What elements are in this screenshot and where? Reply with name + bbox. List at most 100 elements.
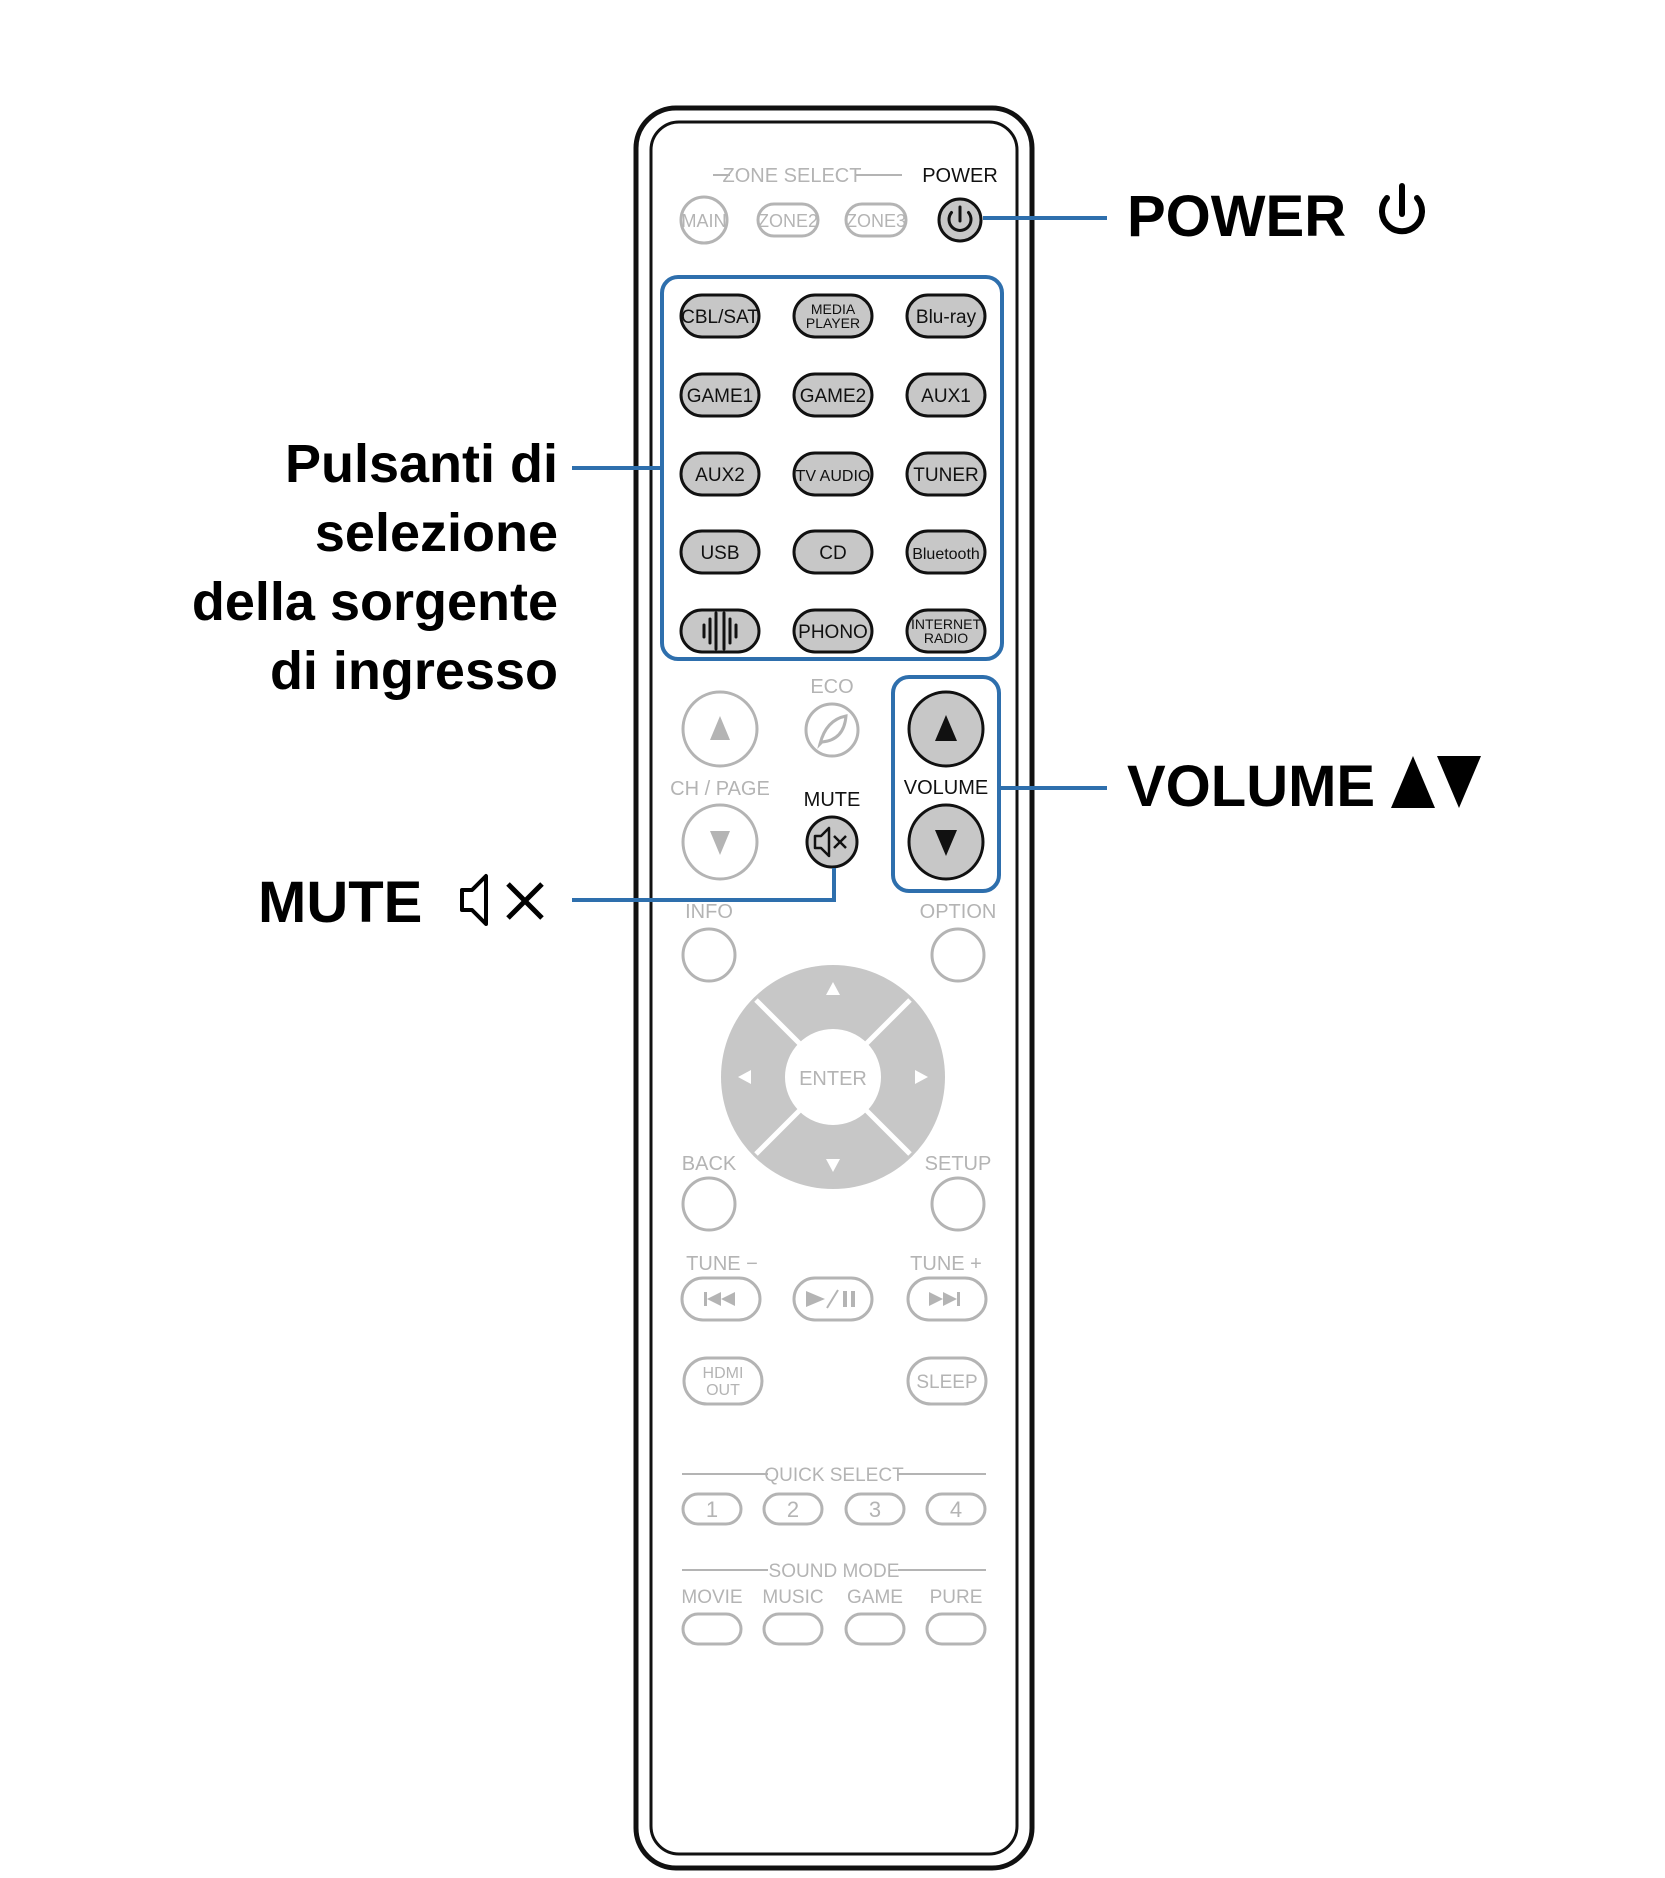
source-cd-button[interactable]: CD — [792, 529, 874, 575]
sound-mode-game-label: GAME — [847, 1587, 903, 1608]
sound-mode-buttons: MOVIE MUSIC GAME PURE — [681, 1587, 987, 1646]
zone3-label: ZONE3 — [846, 211, 906, 231]
source-cd-label: CD — [819, 543, 846, 564]
enter-label: ENTER — [799, 1068, 867, 1090]
power-button[interactable] — [937, 197, 983, 243]
source-aux1-button[interactable]: AUX1 — [905, 372, 987, 418]
quick-select-4-button[interactable]: 4 — [925, 1492, 987, 1526]
dpad: ENTER — [721, 965, 945, 1189]
source-internet-radio-label-1: INTERNET — [911, 616, 981, 632]
sound-mode-movie-label: MOVIE — [681, 1587, 742, 1608]
triangle-up-icon — [935, 715, 957, 741]
dpad-down-icon[interactable] — [826, 1159, 840, 1172]
info-button[interactable] — [681, 927, 737, 983]
volume-group-highlight — [891, 675, 1001, 893]
source-game1-button[interactable]: GAME1 — [679, 372, 761, 418]
source-phono-button[interactable]: PHONO — [792, 608, 874, 654]
zone2-button[interactable]: ZONE2 — [756, 202, 820, 238]
sleep-button[interactable]: SLEEP — [906, 1356, 988, 1406]
quick-select-2-label: 2 — [787, 1497, 799, 1522]
source-bluetooth-button[interactable]: Bluetooth — [905, 529, 987, 575]
sleep-label: SLEEP — [916, 1372, 977, 1393]
volume-label: VOLUME — [904, 777, 988, 799]
play-pause-button[interactable] — [792, 1276, 874, 1322]
play-pause-icon — [806, 1289, 855, 1309]
triangle-down-icon — [710, 831, 730, 855]
dpad-right-icon[interactable] — [915, 1070, 928, 1084]
dpad-left-icon[interactable] — [738, 1070, 751, 1084]
source-game2-label: GAME2 — [800, 386, 867, 407]
source-aux2-button[interactable]: AUX2 — [679, 451, 761, 497]
sound-mode-music-button[interactable]: MUSIC — [762, 1587, 824, 1646]
sound-mode-label: SOUND MODE — [769, 1561, 900, 1582]
back-button[interactable] — [681, 1176, 737, 1232]
option-label: OPTION — [920, 901, 997, 923]
zone-select-label: ZONE SELECT — [723, 165, 862, 187]
quick-select-3-button[interactable]: 3 — [844, 1492, 906, 1526]
quick-select-1-button[interactable]: 1 — [681, 1492, 743, 1526]
input-select-line-4: di ingresso — [270, 641, 558, 701]
tune-plus-label: TUNE + — [910, 1253, 982, 1275]
source-media-player-label-2: PLAYER — [806, 315, 860, 331]
zone2-label: ZONE2 — [758, 211, 818, 231]
skip-back-button[interactable] — [680, 1276, 762, 1322]
source-blu-ray-label: Blu-ray — [916, 307, 977, 328]
quick-select-1-label: 1 — [706, 1497, 718, 1522]
dpad-up-icon[interactable] — [826, 982, 840, 995]
zone3-button[interactable]: ZONE3 — [844, 202, 908, 238]
zone-main-label: MAIN — [682, 211, 727, 231]
mute-button[interactable] — [805, 815, 859, 869]
sound-mode-movie-button[interactable]: MOVIE — [681, 1587, 743, 1646]
source-game1-label: GAME1 — [687, 386, 754, 407]
source-aux2-label: AUX2 — [695, 465, 745, 486]
setup-button[interactable] — [930, 1176, 986, 1232]
power-callout-icon — [1379, 183, 1425, 235]
source-cbl-sat-button[interactable]: CBL/SAT — [679, 293, 761, 339]
back-label: BACK — [682, 1153, 737, 1175]
skip-forward-icon — [929, 1292, 960, 1306]
source-tv-audio-button[interactable]: TV AUDIO — [792, 451, 874, 497]
mute-speaker-icon — [813, 826, 847, 858]
sound-mode-music-label: MUSIC — [762, 1587, 823, 1608]
ch-page-up-button[interactable] — [681, 690, 759, 768]
source-usb-button[interactable]: USB — [679, 529, 761, 575]
volume-down-button[interactable] — [907, 803, 985, 881]
enter-button[interactable] — [785, 1029, 881, 1125]
source-game2-button[interactable]: GAME2 — [792, 372, 874, 418]
option-button[interactable] — [930, 927, 986, 983]
source-heos-button[interactable] — [679, 608, 761, 654]
mute-callout-text: MUTE — [258, 870, 422, 935]
quick-select-2-button[interactable]: 2 — [762, 1492, 824, 1526]
zone-main-button[interactable]: MAIN — [679, 195, 729, 245]
power-callout-text: POWER — [1127, 184, 1346, 249]
source-phono-label: PHONO — [798, 622, 868, 643]
sound-mode-pure-button[interactable]: PURE — [925, 1587, 987, 1646]
power-label: POWER — [922, 165, 998, 187]
ch-page-label: CH / PAGE — [670, 778, 770, 800]
input-select-line-2: selezione — [315, 503, 558, 563]
input-select-line-3: della sorgente — [192, 572, 558, 632]
heos-icon — [702, 611, 738, 651]
triangle-down-icon — [935, 830, 957, 856]
sound-mode-pure-label: PURE — [930, 1587, 983, 1608]
source-internet-radio-label-2: RADIO — [924, 630, 968, 646]
source-tuner-button[interactable]: TUNER — [905, 451, 987, 497]
mute-label: MUTE — [804, 789, 861, 811]
volume-up-button[interactable] — [907, 690, 985, 768]
sound-mode-game-button[interactable]: GAME — [844, 1587, 906, 1646]
skip-forward-button[interactable] — [906, 1276, 988, 1322]
source-blu-ray-button[interactable]: Blu-ray — [905, 293, 987, 339]
source-cbl-sat-label: CBL/SAT — [681, 307, 759, 328]
ch-page-down-button[interactable] — [681, 803, 759, 881]
setup-label: SETUP — [925, 1153, 992, 1175]
info-label: INFO — [685, 901, 733, 923]
source-bluetooth-label: Bluetooth — [912, 546, 980, 563]
eco-button[interactable] — [804, 702, 860, 758]
tune-minus-label: TUNE − — [686, 1253, 758, 1275]
